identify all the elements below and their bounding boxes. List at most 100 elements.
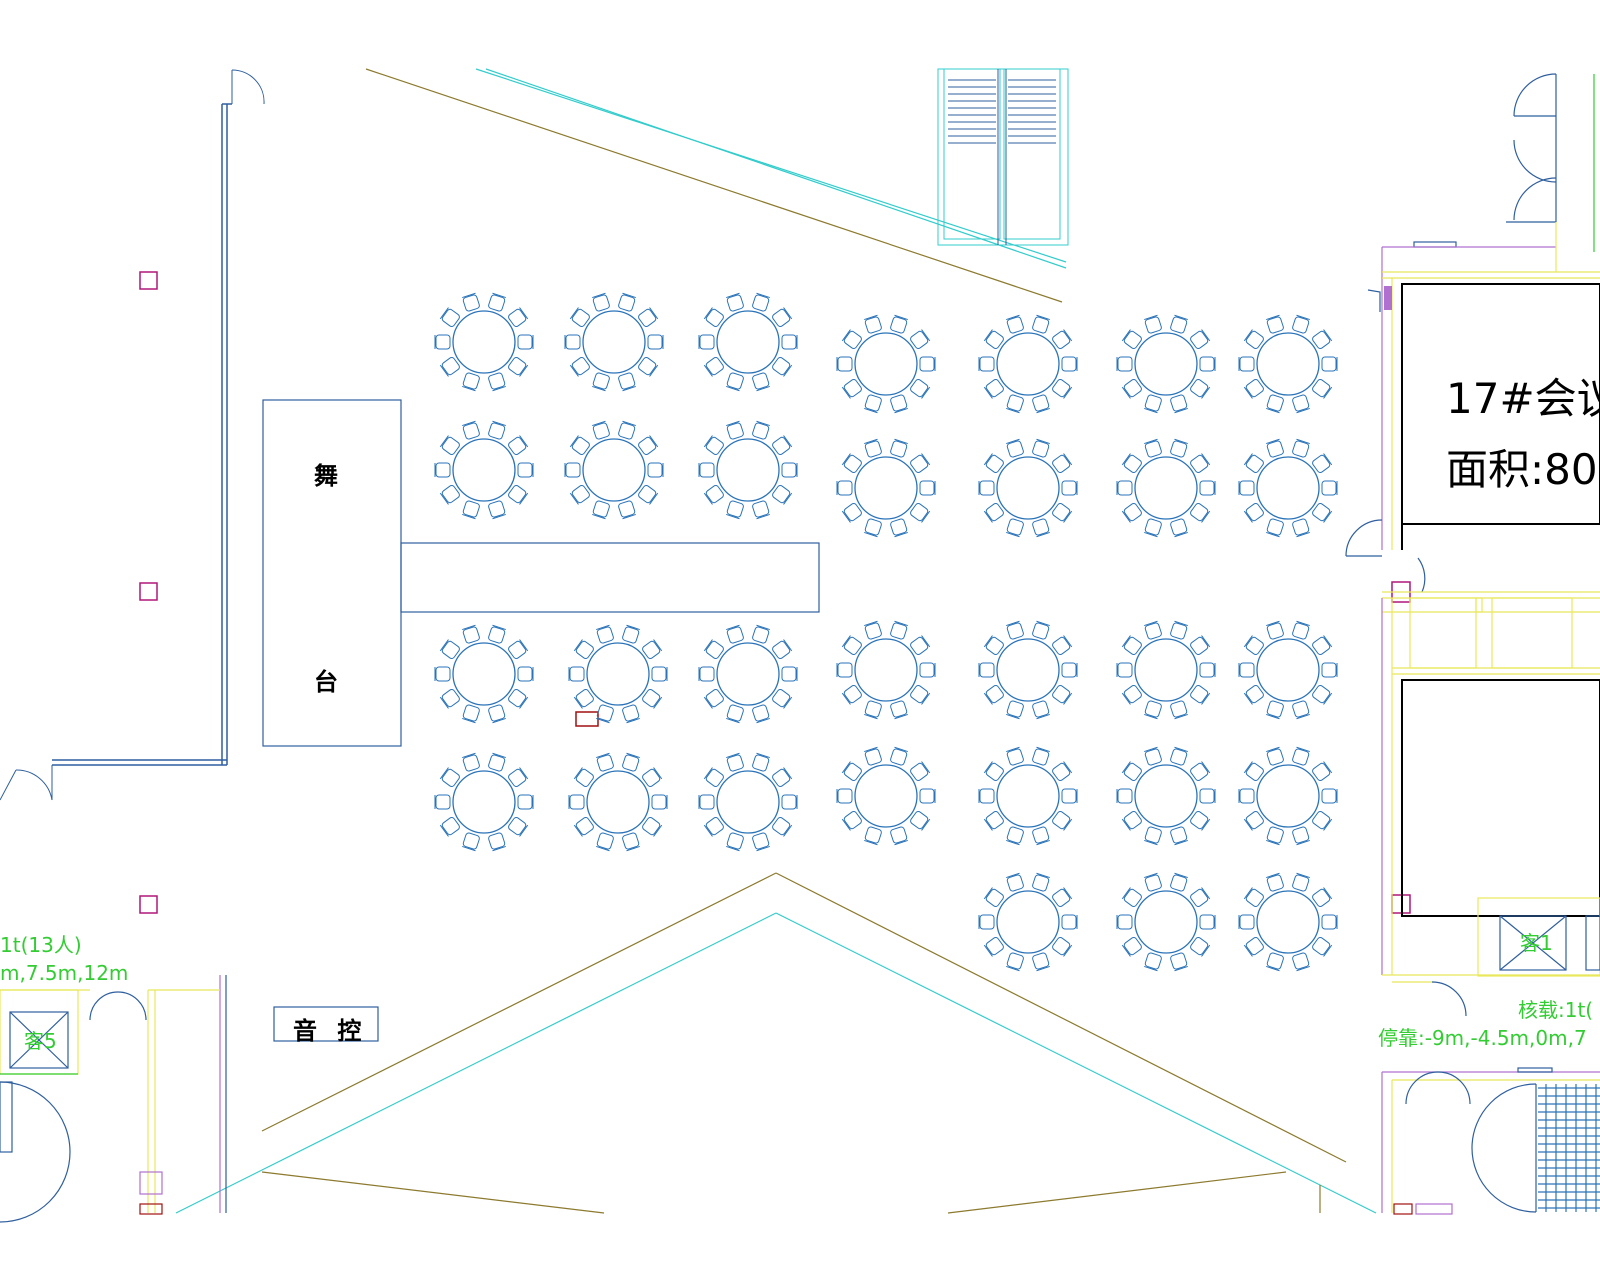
chair-icon [1312, 379, 1331, 398]
chair-icon [1032, 622, 1050, 640]
chair-icon [1032, 394, 1050, 412]
chair-back [592, 385, 606, 392]
chair-icon [647, 462, 663, 478]
round-table [1238, 438, 1338, 538]
chair-icon [1117, 356, 1133, 372]
round-table [978, 314, 1078, 414]
chair-icon [1199, 356, 1215, 372]
chair-icon [1144, 952, 1162, 970]
chair-icon [1170, 826, 1188, 844]
chair-back [864, 438, 878, 445]
chair-back [649, 364, 659, 377]
chair-back [726, 845, 740, 852]
chair-back [726, 752, 740, 759]
chair-icon [441, 436, 460, 455]
chair-back [1063, 635, 1073, 648]
chair-back [462, 385, 476, 392]
chair-icon [837, 480, 853, 496]
round-table [568, 624, 668, 724]
chair-icon [1123, 379, 1142, 398]
chair-back [1201, 818, 1211, 831]
chair-icon [985, 762, 1004, 781]
chair-icon [919, 662, 935, 678]
chair-icon [864, 700, 882, 718]
chair-icon [705, 485, 724, 504]
chair-back [1174, 839, 1188, 846]
chair-icon [462, 294, 480, 312]
chair-back [439, 696, 449, 709]
chair-back [864, 839, 878, 846]
chair-back [921, 453, 931, 466]
chair-icon [1312, 503, 1331, 522]
chair-icon [508, 768, 527, 787]
chair-icon [1170, 518, 1188, 536]
chair-icon [1006, 952, 1024, 970]
chair-icon [642, 768, 661, 787]
chair-icon [1190, 636, 1209, 655]
chair-icon [1321, 788, 1337, 804]
chair-icon [1061, 662, 1077, 678]
chair-icon [508, 357, 527, 376]
chair-icon [772, 308, 791, 327]
chair-back [492, 845, 506, 852]
chair-icon [1190, 811, 1209, 830]
chair-back [1243, 510, 1253, 523]
chair-back [726, 420, 740, 427]
chair-icon [910, 636, 929, 655]
round-table [564, 292, 664, 392]
chair-back [439, 307, 449, 320]
chair-back [921, 761, 931, 774]
chair-back [1174, 531, 1188, 538]
column-marker-icon [139, 271, 158, 290]
chair-back [492, 624, 506, 631]
chair-icon [642, 817, 661, 836]
chair-back [1201, 944, 1211, 957]
room-name: 17#会议 [1446, 374, 1600, 423]
chair-icon [843, 636, 862, 655]
chair-icon [508, 308, 527, 327]
chair-icon [752, 294, 770, 312]
chair-icon [979, 662, 995, 678]
chair-icon [1239, 914, 1255, 930]
chair-icon [1190, 762, 1209, 781]
chair-icon [726, 294, 744, 312]
chair-icon [462, 832, 480, 850]
runway [400, 542, 820, 613]
chair-icon [596, 754, 614, 772]
chair-icon [705, 436, 724, 455]
chair-back [1121, 818, 1131, 831]
chair-icon [772, 768, 791, 787]
chair-back [783, 639, 793, 652]
chair-back [1323, 692, 1333, 705]
chair-back [1036, 438, 1050, 445]
chair-icon [1245, 937, 1264, 956]
round-table [978, 746, 1078, 846]
chair-icon [910, 454, 929, 473]
chair-icon [890, 316, 908, 334]
chair-back [439, 767, 449, 780]
chair-icon [1052, 503, 1071, 522]
chair-icon [1123, 454, 1142, 473]
top-right-door-icon [1513, 73, 1557, 221]
chair-icon [1032, 952, 1050, 970]
round-table [698, 420, 798, 520]
chair-icon [1006, 826, 1024, 844]
chair-back [726, 385, 740, 392]
chair-icon [726, 500, 744, 518]
chair-icon [910, 685, 929, 704]
chair-icon [1312, 937, 1331, 956]
chair-icon [772, 485, 791, 504]
chair-back [462, 292, 476, 299]
chair-back [1174, 713, 1188, 720]
chair-icon [1123, 762, 1142, 781]
chair-back [649, 435, 659, 448]
chair-back [1036, 746, 1050, 753]
chair-icon [1170, 952, 1188, 970]
chair-icon [1266, 622, 1284, 640]
chair-icon [622, 832, 640, 850]
chair-back [1063, 818, 1073, 831]
round-table [1116, 746, 1216, 846]
chair-back [1006, 314, 1020, 321]
chair-icon [1144, 394, 1162, 412]
